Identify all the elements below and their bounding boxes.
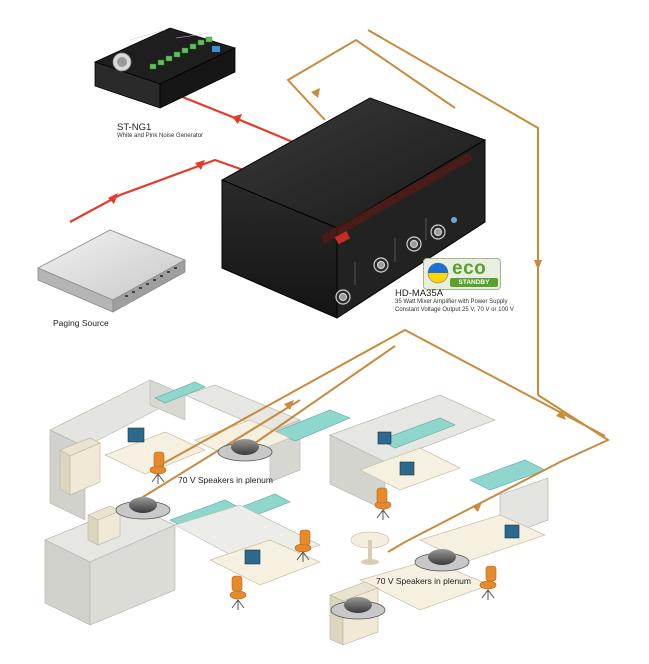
noise-generator-device	[93, 27, 237, 109]
speaker-group-label-2: 70 V Speakers in plenum	[376, 576, 471, 586]
amplifier-line2: Constant Voltage Output 25 V, 70 V or 10…	[395, 307, 514, 313]
noise-generator-description: White and Pink Noise Generator	[117, 133, 204, 139]
speaker-group-label-1: 70 V Speakers in plenum	[178, 475, 273, 485]
speaker-wiring	[129, 29, 611, 553]
amplifier-model: HD-MA35A	[395, 288, 444, 299]
ceiling-speaker-icon	[115, 439, 470, 620]
paging-source-label: Paging Source	[53, 318, 109, 328]
office-chair-icon	[149, 451, 497, 600]
ukraine-flag-icon	[427, 262, 449, 284]
amplifier-device	[220, 97, 487, 319]
noise-generator-model: ST-NG1	[117, 122, 152, 133]
eco-word: eco	[452, 258, 487, 279]
standby-label: STANDBY	[450, 278, 498, 287]
amplifier-line1: 35 Watt Mixer Amplifier with Power Suppl…	[395, 299, 508, 305]
eco-standby-badge: eco STANDBY	[423, 258, 501, 290]
audio-wiring-arrows	[108, 114, 242, 204]
paging-source-device	[37, 229, 186, 313]
speaker-wiring-arrows	[284, 88, 566, 512]
monitor-icon	[127, 427, 520, 565]
